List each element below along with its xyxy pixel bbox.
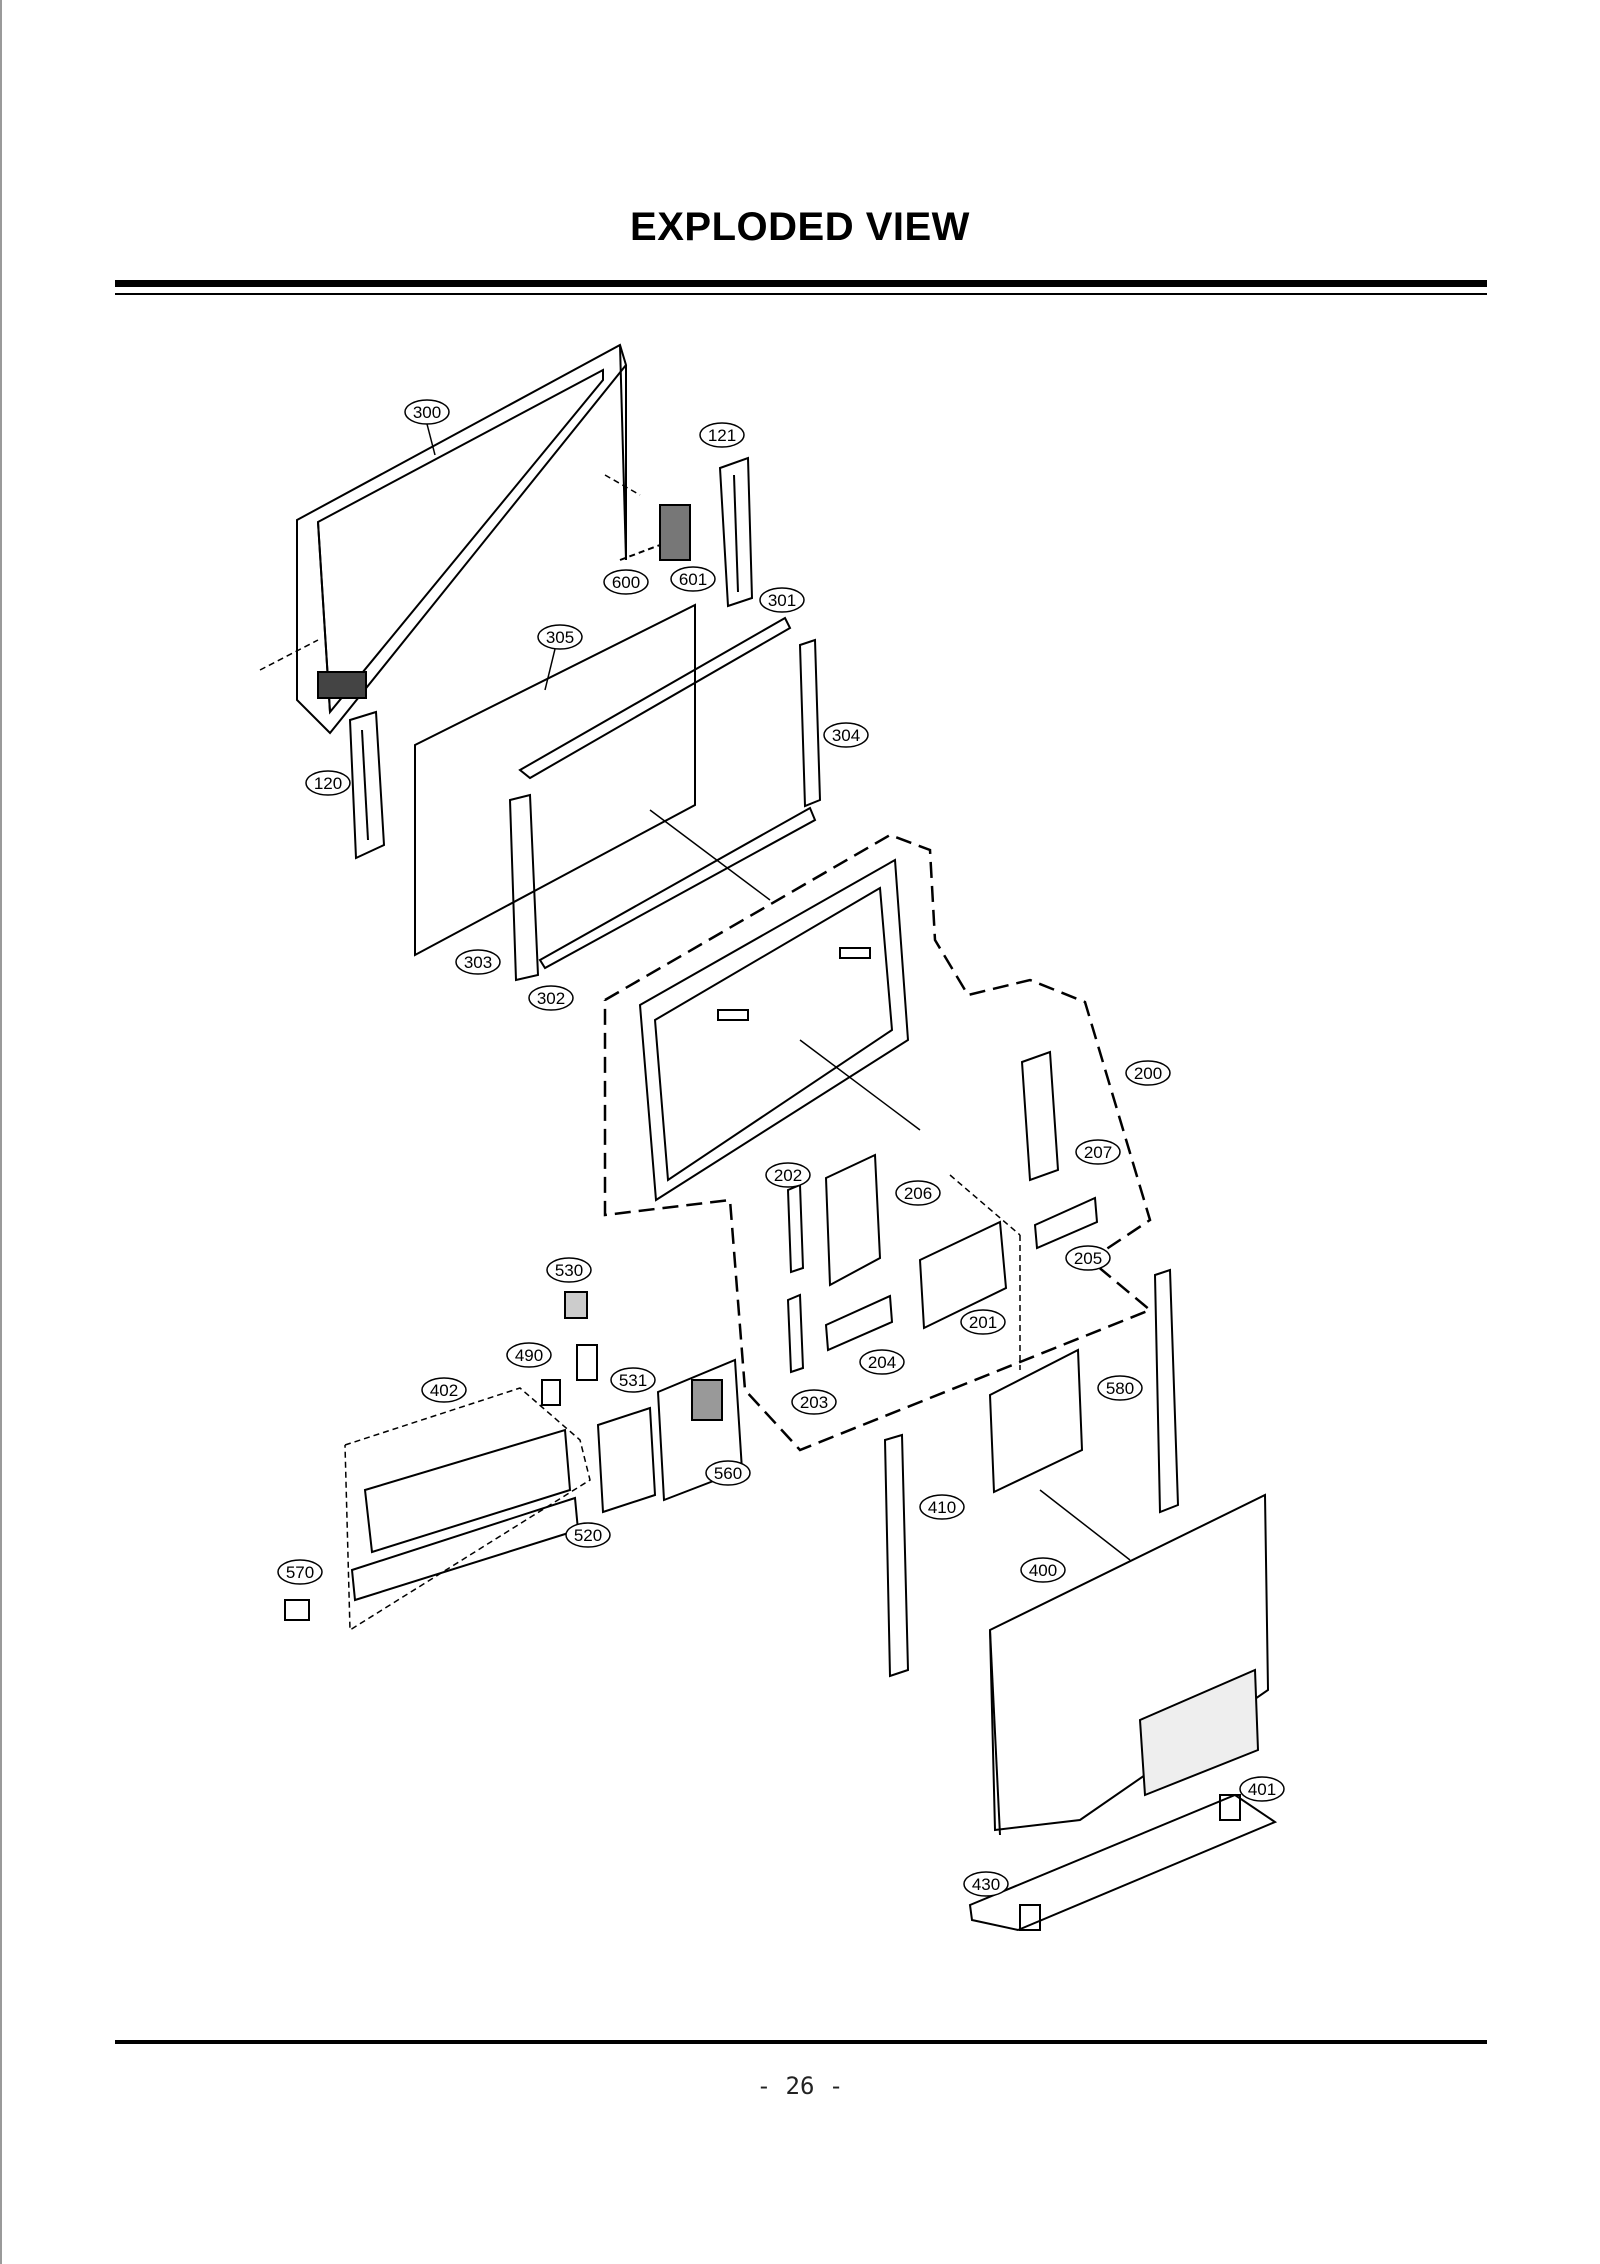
callout-410: 410	[919, 1494, 965, 1520]
callout-531: 531	[610, 1367, 656, 1393]
svg-text:580: 580	[1106, 1379, 1134, 1398]
callout-303: 303	[455, 949, 501, 975]
part-205-board	[1033, 1196, 1099, 1250]
callout-300: 300	[404, 399, 450, 456]
svg-text:207: 207	[1084, 1143, 1112, 1162]
callout-205: 205	[1065, 1245, 1111, 1271]
page-border	[0, 0, 2, 2264]
header-rule-thin	[115, 293, 1487, 295]
page-number: - 26 -	[756, 2072, 844, 2100]
callout-430: 430	[963, 1871, 1009, 1897]
callout-402: 402	[421, 1377, 467, 1403]
svg-text:304: 304	[832, 726, 860, 745]
svg-text:601: 601	[679, 570, 707, 589]
svg-text:305: 305	[546, 628, 574, 647]
part-305-panel	[414, 603, 696, 957]
svg-text:531: 531	[619, 1371, 647, 1390]
footer-rule	[115, 2040, 1487, 2044]
part-301-302-rails	[518, 616, 817, 970]
part-stand-bracket-right	[1153, 1268, 1180, 1514]
part-530-531-490	[541, 1291, 598, 1406]
svg-text:560: 560	[714, 1464, 742, 1483]
part-402-enclosure	[344, 1387, 591, 1632]
callout-305: 305	[537, 624, 583, 691]
part-200-chassis-frame	[638, 858, 910, 1202]
callout-207: 207	[1075, 1139, 1121, 1165]
callout-520: 520	[565, 1522, 611, 1548]
part-200-chassis-boundary	[603, 833, 1153, 1452]
part-204-board	[824, 1294, 894, 1352]
callout-570: 570	[277, 1559, 323, 1585]
callout-120: 120	[305, 770, 351, 796]
callout-401: 401	[1239, 1776, 1285, 1802]
svg-text:205: 205	[1074, 1249, 1102, 1268]
callout-301: 301	[759, 587, 805, 613]
part-580-board	[988, 1348, 1084, 1494]
part-206-board	[824, 1153, 882, 1287]
header-rule-thick	[115, 280, 1487, 287]
callout-labels: 300 121 600 601 301 305 304 120 303 302 …	[277, 399, 1285, 1897]
callout-202: 202	[765, 1162, 811, 1188]
part-600-601-board	[619, 504, 691, 561]
part-120-bracket	[348, 710, 386, 860]
svg-text:202: 202	[774, 1166, 802, 1185]
svg-text:204: 204	[868, 1353, 896, 1372]
callout-201: 201	[960, 1309, 1006, 1335]
svg-text:530: 530	[555, 1261, 583, 1280]
part-401-vent	[1138, 1668, 1260, 1797]
callout-601: 601	[670, 566, 716, 592]
svg-text:400: 400	[1029, 1561, 1057, 1580]
part-207-board	[1020, 1050, 1060, 1182]
svg-text:200: 200	[1134, 1064, 1162, 1083]
callout-203: 203	[791, 1389, 837, 1415]
svg-text:401: 401	[1248, 1780, 1276, 1799]
part-402-cover	[350, 1428, 580, 1602]
callout-530: 530	[546, 1257, 592, 1283]
part-570	[284, 1599, 310, 1621]
svg-text:201: 201	[969, 1313, 997, 1332]
svg-text:120: 120	[314, 774, 342, 793]
callout-200: 200	[1125, 1060, 1171, 1086]
callout-302: 302	[528, 985, 574, 1011]
svg-text:570: 570	[286, 1563, 314, 1582]
svg-text:203: 203	[800, 1393, 828, 1412]
svg-text:430: 430	[972, 1875, 1000, 1894]
part-201-board	[918, 1220, 1008, 1330]
callout-490: 490	[506, 1342, 552, 1368]
assembly-lines	[259, 474, 1131, 1561]
callout-600: 600	[603, 569, 649, 595]
svg-text:402: 402	[430, 1381, 458, 1400]
callout-204: 204	[859, 1349, 905, 1375]
svg-text:303: 303	[464, 953, 492, 972]
svg-text:300: 300	[413, 403, 441, 422]
svg-text:490: 490	[515, 1346, 543, 1365]
svg-text:600: 600	[612, 573, 640, 592]
part-430-stand	[968, 1793, 1278, 1932]
svg-text:302: 302	[537, 989, 565, 1008]
svg-text:206: 206	[904, 1184, 932, 1203]
part-303-304-siderails	[508, 638, 822, 982]
callout-304: 304	[823, 722, 869, 748]
part-202-203-boards	[786, 1183, 805, 1374]
part-410-bracket	[883, 1433, 910, 1678]
svg-text:121: 121	[708, 426, 736, 445]
page-title: EXPLODED VIEW	[630, 205, 970, 249]
callout-580: 580	[1097, 1375, 1143, 1401]
part-300-front-bezel	[296, 343, 628, 735]
svg-text:410: 410	[928, 1498, 956, 1517]
callout-206: 206	[895, 1180, 941, 1206]
callout-400: 400	[1020, 1557, 1066, 1583]
callout-121: 121	[699, 422, 745, 448]
callout-560: 560	[705, 1460, 751, 1486]
svg-text:301: 301	[768, 591, 796, 610]
part-560-board	[656, 1358, 744, 1502]
part-400-rear-cover	[988, 1493, 1270, 1836]
part-121-bracket	[718, 456, 754, 608]
part-520-board	[596, 1406, 657, 1514]
svg-text:520: 520	[574, 1526, 602, 1545]
